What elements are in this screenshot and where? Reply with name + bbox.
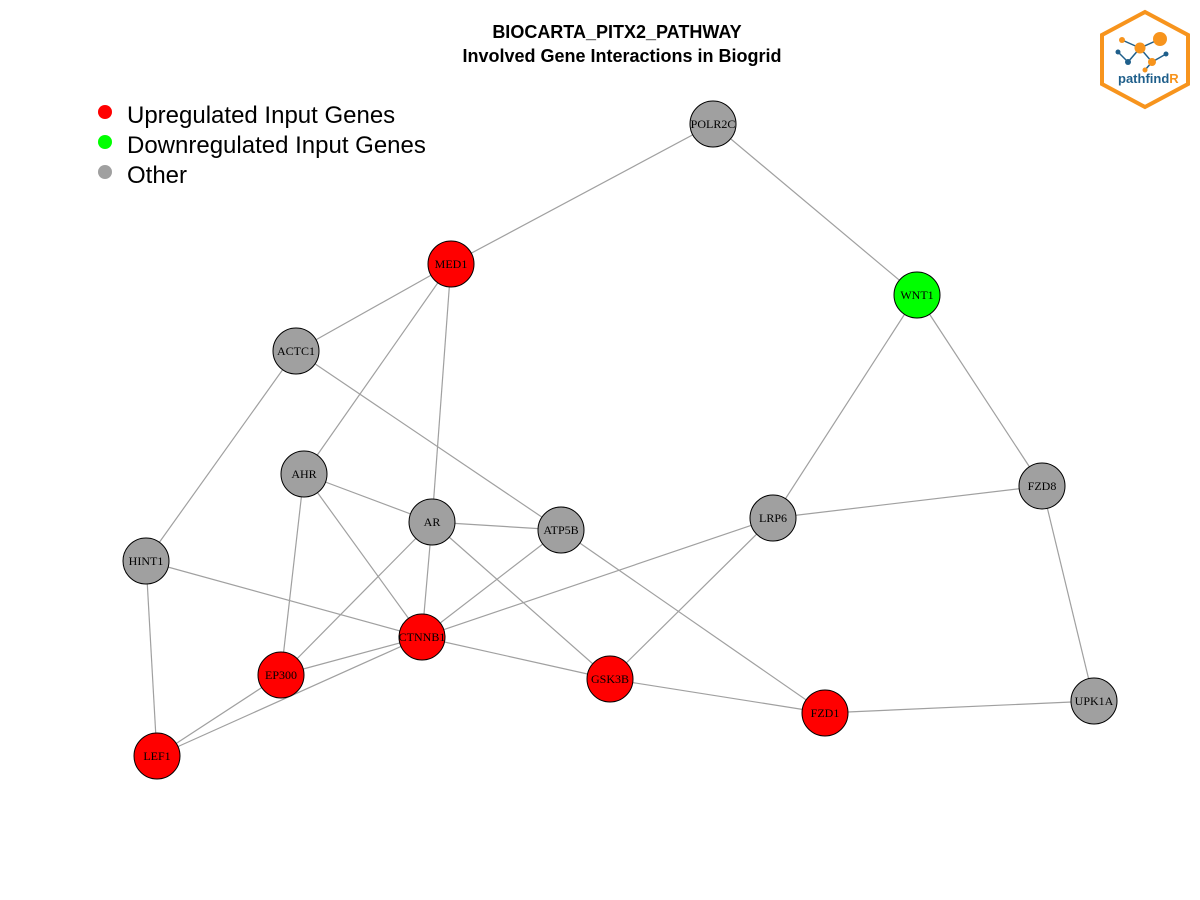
edge-lrp6-fzd8 bbox=[772, 485, 1043, 519]
edge-hint1-ctnnb1 bbox=[145, 560, 423, 638]
edge-lrp6-gsk3b bbox=[609, 517, 774, 680]
node-label-med1: MED1 bbox=[435, 257, 468, 271]
logo-hexagon-icon bbox=[1100, 9, 1190, 110]
legend-label-other: Other bbox=[127, 162, 187, 189]
node-med1: MED1 bbox=[427, 240, 475, 288]
node-label-ahr: AHR bbox=[291, 467, 316, 481]
network-edges bbox=[145, 123, 1095, 757]
edge-ctnnb1-gsk3b bbox=[421, 636, 611, 680]
node-label-actc1: ACTC1 bbox=[277, 344, 315, 358]
edge-lrp6-ctnnb1 bbox=[421, 517, 774, 638]
edge-actc1-atp5b bbox=[295, 350, 562, 531]
edge-gsk3b-fzd1 bbox=[609, 678, 826, 714]
pathfindr-logo: pathfindR bbox=[1100, 9, 1190, 110]
node-label-ar: AR bbox=[424, 515, 441, 529]
node-circle-gsk3b bbox=[586, 655, 634, 703]
node-fzd1: FZD1 bbox=[801, 689, 849, 737]
node-circle-lef1 bbox=[133, 732, 181, 780]
edge-ctnnb1-ep300 bbox=[280, 636, 423, 676]
edge-actc1-hint1 bbox=[145, 350, 297, 562]
edge-ep300-lef1 bbox=[156, 674, 282, 757]
node-upk1a: UPK1A bbox=[1070, 677, 1118, 725]
node-circle-wnt1 bbox=[893, 271, 941, 319]
edge-ahr-ep300 bbox=[280, 473, 305, 676]
logo-network-icon bbox=[1115, 32, 1169, 73]
legend-item-downregulated: Downregulated Input Genes bbox=[98, 132, 426, 159]
figure-subtitle: Involved Gene Interactions in Biogrid bbox=[462, 46, 781, 66]
node-label-hint1: HINT1 bbox=[129, 554, 164, 568]
node-fzd8: FZD8 bbox=[1018, 462, 1066, 510]
edge-med1-ar bbox=[431, 263, 452, 523]
node-label-lrp6: LRP6 bbox=[759, 511, 787, 525]
edge-hint1-lef1 bbox=[145, 560, 158, 757]
node-circle-upk1a bbox=[1070, 677, 1118, 725]
node-label-gsk3b: GSK3B bbox=[591, 672, 629, 686]
edge-med1-ahr bbox=[303, 263, 452, 475]
node-circle-ep300 bbox=[257, 651, 305, 699]
node-circle-fzd1 bbox=[801, 689, 849, 737]
edge-atp5b-ctnnb1 bbox=[421, 529, 562, 638]
figure-title: BIOCARTA_PITX2_PATHWAY bbox=[492, 22, 741, 42]
node-hint1: HINT1 bbox=[122, 537, 170, 585]
legend-item-other: Other bbox=[98, 162, 187, 189]
node-atp5b: ATP5B bbox=[537, 506, 585, 554]
edge-fzd1-upk1a bbox=[824, 700, 1095, 714]
node-ar: AR bbox=[408, 498, 456, 546]
legend-label-upregulated: Upregulated Input Genes bbox=[127, 102, 395, 129]
node-wnt1: WNT1 bbox=[893, 271, 941, 319]
legend-label-downregulated: Downregulated Input Genes bbox=[127, 132, 426, 159]
logo-text-accent: R bbox=[1169, 71, 1179, 86]
edge-ar-ep300 bbox=[280, 521, 433, 676]
edge-polr2c-wnt1 bbox=[712, 123, 918, 296]
node-circle-ctnnb1 bbox=[398, 613, 446, 661]
edge-ar-gsk3b bbox=[431, 521, 611, 680]
node-lrp6: LRP6 bbox=[749, 494, 797, 542]
legend-item-upregulated: Upregulated Input Genes bbox=[98, 102, 395, 129]
edge-polr2c-med1 bbox=[450, 123, 714, 265]
legend-dot-upregulated bbox=[98, 105, 112, 119]
node-circle-actc1 bbox=[272, 327, 320, 375]
node-ahr: AHR bbox=[280, 450, 328, 498]
node-ep300: EP300 bbox=[257, 651, 305, 699]
node-gsk3b: GSK3B bbox=[586, 655, 634, 703]
node-circle-fzd8 bbox=[1018, 462, 1066, 510]
edge-wnt1-fzd8 bbox=[916, 294, 1043, 487]
node-label-atp5b: ATP5B bbox=[543, 523, 578, 537]
node-label-ep300: EP300 bbox=[265, 668, 297, 682]
edge-ahr-ctnnb1 bbox=[303, 473, 423, 638]
node-circle-med1 bbox=[427, 240, 475, 288]
logo-text-main: pathfind bbox=[1118, 71, 1169, 86]
node-circle-hint1 bbox=[122, 537, 170, 585]
node-actc1: ACTC1 bbox=[272, 327, 320, 375]
node-circle-lrp6 bbox=[749, 494, 797, 542]
edge-wnt1-lrp6 bbox=[772, 294, 918, 519]
legend-dot-downregulated bbox=[98, 135, 112, 149]
legend-dot-other bbox=[98, 165, 112, 179]
node-circle-atp5b bbox=[537, 506, 585, 554]
edge-med1-actc1 bbox=[295, 263, 452, 352]
node-circle-ahr bbox=[280, 450, 328, 498]
legend: Upregulated Input Genes Downregulated In… bbox=[98, 102, 426, 189]
node-label-ctnnb1: CTNNB1 bbox=[399, 630, 446, 644]
node-lef1: LEF1 bbox=[133, 732, 181, 780]
node-circle-polr2c bbox=[689, 100, 737, 148]
node-label-polr2c: POLR2C bbox=[691, 117, 736, 131]
node-label-wnt1: WNT1 bbox=[900, 288, 933, 302]
node-label-fzd1: FZD1 bbox=[811, 706, 840, 720]
logo-text: pathfindR bbox=[1118, 71, 1179, 86]
edge-atp5b-fzd1 bbox=[560, 529, 826, 714]
node-circle-ar bbox=[408, 498, 456, 546]
node-ctnnb1: CTNNB1 bbox=[398, 613, 446, 661]
edge-fzd8-upk1a bbox=[1041, 485, 1095, 702]
node-label-upk1a: UPK1A bbox=[1075, 694, 1114, 708]
node-polr2c: POLR2C bbox=[689, 100, 737, 148]
node-label-fzd8: FZD8 bbox=[1028, 479, 1057, 493]
node-label-lef1: LEF1 bbox=[143, 749, 170, 763]
